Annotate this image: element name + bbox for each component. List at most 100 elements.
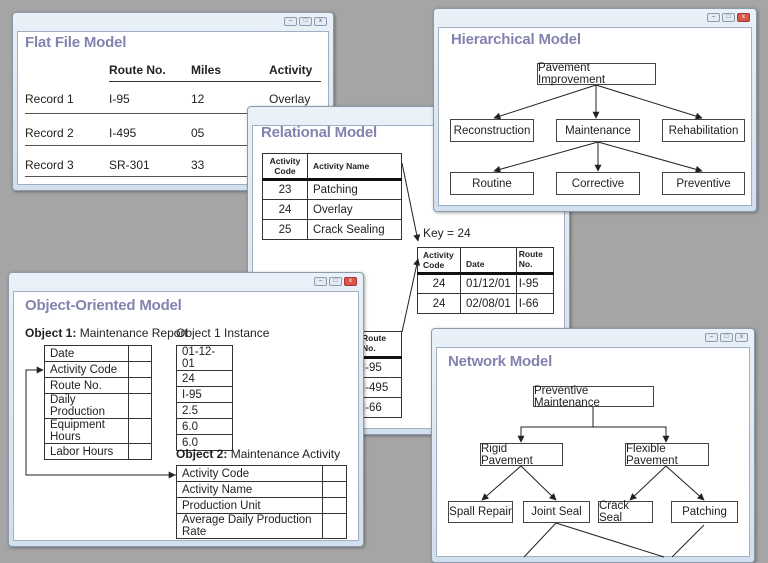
cell: Overlay [307, 199, 402, 220]
maximize-button[interactable]: □ [722, 13, 735, 22]
cell: Patching [307, 179, 402, 200]
node: Rigid Pavement [480, 443, 563, 467]
col-header: Route No. [359, 331, 402, 359]
table-row: Activity Code [44, 361, 152, 378]
close-button[interactable]: x [314, 17, 327, 26]
object2-bold: Object 2: [176, 447, 228, 461]
record-label: Record 1 [25, 92, 74, 106]
node-root: Preventive Maintenance [533, 385, 654, 409]
node: Corrective [556, 172, 640, 195]
record-route: I-95 [109, 92, 130, 106]
table-row: Activity Name [176, 481, 347, 498]
col-header: Activity Code [262, 153, 308, 181]
table-row: Daily Production [44, 393, 152, 419]
table-row: 2.5 [176, 402, 233, 419]
cell: Labor Hours [44, 443, 129, 460]
node: Reconstruction [450, 119, 534, 142]
close-button[interactable]: x [735, 333, 748, 342]
minimize-button[interactable]: – [705, 333, 718, 342]
close-button[interactable]: x [344, 277, 357, 286]
window-controls: –□x [284, 17, 327, 26]
cell [128, 443, 152, 460]
cell [322, 513, 347, 539]
node: Crack Seal [598, 500, 653, 524]
cell: Crack Sealing [307, 219, 402, 240]
record-route: SR-301 [109, 158, 150, 172]
cell: 24 [262, 199, 308, 220]
network-window: –□x Network Model Preventive Maintenance… [431, 328, 755, 563]
cell: Daily Production [44, 393, 129, 419]
cell: Activity Code [176, 465, 323, 482]
col-header: Date [460, 247, 517, 275]
record-route: I-495 [109, 126, 137, 140]
hierarchical-window: –□x Hierarchical Model Pavement Improvem… [433, 8, 757, 212]
table-row: I-95 [176, 386, 233, 403]
window-controls: –□x [707, 13, 750, 22]
record-activity: Overlay [269, 92, 311, 106]
object2-name: Maintenance Activity [230, 447, 341, 461]
object2-label: Object 2: Maintenance Activity [176, 447, 340, 461]
cell: 24 [176, 370, 233, 387]
divider [25, 145, 321, 146]
cell: 01-12-01 [176, 345, 233, 371]
maximize-button[interactable]: □ [329, 277, 342, 286]
table-row: 01-12-01 [176, 345, 233, 371]
record-miles: 05 [191, 126, 205, 140]
col-header: Activity Name [307, 153, 402, 181]
cell: Equipment Hours [44, 418, 129, 444]
minimize-button[interactable]: – [707, 13, 720, 22]
cell: 6.0 [176, 418, 233, 435]
table-row: Equipment Hours [44, 418, 152, 444]
maximize-button[interactable]: □ [720, 333, 733, 342]
cell: 24 [417, 273, 461, 294]
cell [128, 345, 152, 362]
table-row: 6.0 [176, 434, 233, 451]
cell: I-95 [359, 357, 402, 378]
window-title: Network Model [448, 353, 553, 370]
window-title: Relational Model [261, 124, 377, 141]
object-oriented-window: –□x Object-Oriented Model Object 1: Main… [8, 272, 364, 547]
cell: 02/08/01 [460, 293, 517, 314]
cell [128, 377, 152, 394]
table-row: Labor Hours [44, 443, 152, 460]
record-label: Record 3 [25, 158, 74, 172]
cell: Date [44, 345, 129, 362]
header-route: Route No. [109, 63, 166, 77]
cell [128, 361, 152, 378]
node: Preventive [662, 172, 745, 195]
cell [322, 497, 347, 514]
table-row: 6.0 [176, 418, 233, 435]
cell: Route No. [44, 377, 129, 394]
table-row: Production Unit [176, 497, 347, 514]
window-title: Hierarchical Model [451, 31, 581, 48]
cell: Production Unit [176, 497, 323, 514]
cell: Average Daily Production Rate [176, 513, 323, 539]
cell: Activity Name [176, 481, 323, 498]
cell: 6.0 [176, 434, 233, 451]
minimize-button[interactable]: – [314, 277, 327, 286]
record-miles: 12 [191, 92, 205, 106]
node: Maintenance [556, 119, 640, 142]
record-label: Record 2 [25, 126, 74, 140]
cell [322, 481, 347, 498]
table-row: Date [44, 345, 152, 362]
minimize-button[interactable]: – [284, 17, 297, 26]
divider [25, 113, 321, 114]
cell [128, 418, 152, 444]
instance-label: Object 1 Instance [176, 326, 270, 340]
flat-file-window: –□x Flat File Model Route No. Miles Acti… [12, 12, 334, 191]
window-controls: –□x [705, 333, 748, 342]
cell: I-495 [359, 377, 402, 398]
cell: 2.5 [176, 402, 233, 419]
header-miles: Miles [191, 63, 222, 77]
table-row: Route No. [44, 377, 152, 394]
maximize-button[interactable]: □ [299, 17, 312, 26]
node: Joint Seal [523, 501, 590, 523]
close-button[interactable]: x [737, 13, 750, 22]
node: Rehabilitation [662, 119, 745, 142]
object1-bold: Object 1: [25, 326, 77, 340]
node: Spall Repair [448, 501, 513, 523]
